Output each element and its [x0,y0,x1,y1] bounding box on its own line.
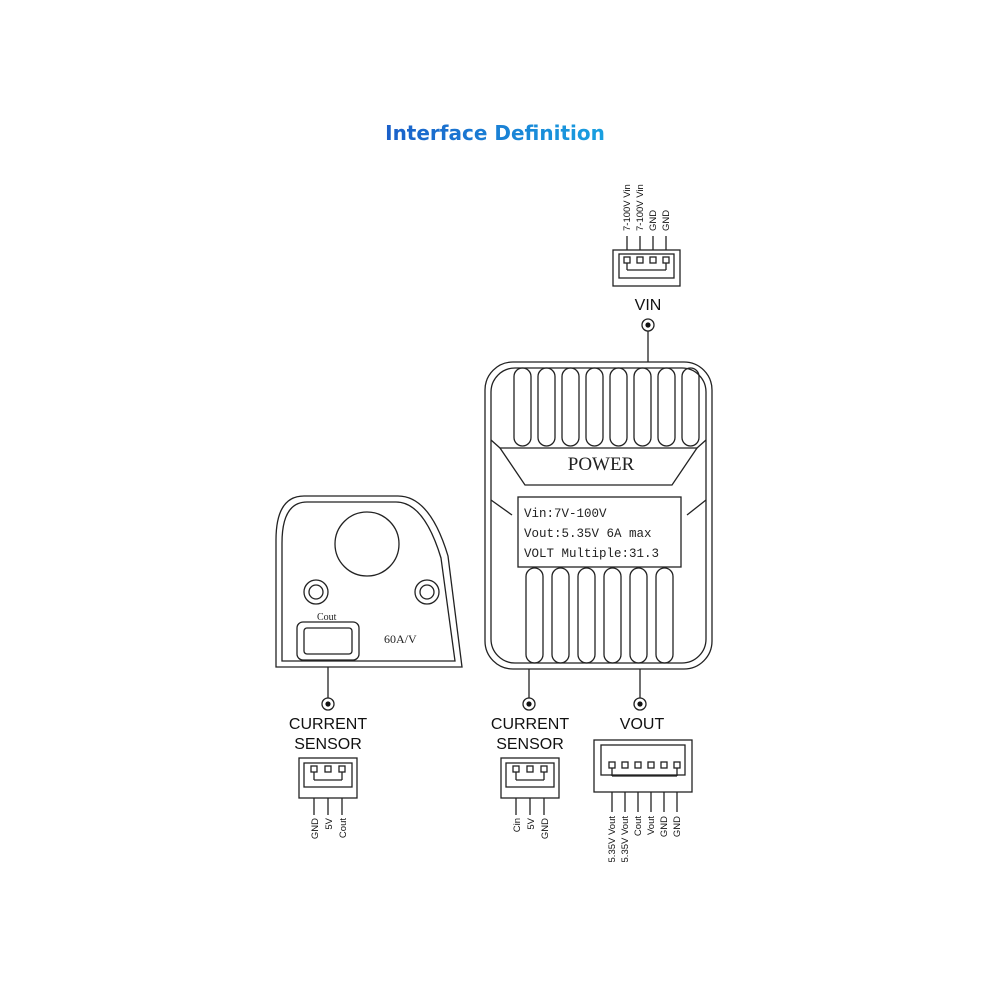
spec-line-multiple: VOLT Multiple:31.3 [524,547,659,561]
sensor-pin-3-label: Cout [338,818,349,838]
diagram-title: Interface Definition [385,121,605,145]
top-heatsink-fins [513,367,700,447]
vin-pin-4-label: GND [661,210,672,231]
vin-pin-1-label: 7-100V Vin [622,184,633,231]
vout-label: VOUT [620,716,665,733]
sensor-pin-2-label: 5V [324,817,335,829]
sensor-connector-label-line1: CURRENT [289,716,367,733]
current-sensor-device: Cout 60A/V [275,495,463,711]
power-label: POWER [568,454,635,475]
module-port-pin-2-label: 5V [526,817,537,829]
sensor-port-text: Cout [317,612,337,623]
current-sensor-connector: CURRENT SENSOR GND 5V Cout [289,716,367,839]
vin-label: VIN [635,297,662,314]
spec-line-vin: Vin:7V-100V [524,507,607,521]
spec-line-vout: Vout:5.35V 6A max [524,527,652,541]
module-port-pin-1-label: Cin [512,818,523,832]
power-module: POWER Vin:7V-100V Vout:5.35V 6A max VOLT… [484,361,713,670]
module-port-pin-3-label: GND [540,818,551,839]
vin-pin-3-label: GND [648,210,659,231]
bottom-heatsink-fins [525,567,674,664]
vout-pin-2-label: 5.35V Vout [620,816,631,863]
vout-pin-1-label: 5.35V Vout [607,816,618,863]
vin-pin-2-label: 7-100V Vin [635,184,646,231]
module-port-label-line2: SENSOR [496,736,564,753]
vout-pin-6-label: GND [672,816,683,837]
vout-connector: VOUT 5.35V Vout 5.35V Vout Cout Vout GND… [593,669,693,863]
vin-connector: 7-100V Vin 7-100V Vin GND GND VIN [612,184,681,362]
sensor-rating-marking: 60A/V [384,632,417,646]
vout-pin-3-label: Cout [633,816,644,836]
module-port-label-line1: CURRENT [491,716,569,733]
vout-pin-4-label: Vout [646,816,657,835]
module-current-sensor-port: CURRENT SENSOR Cin 5V GND [491,669,569,839]
vout-pin-5-label: GND [659,816,670,837]
sensor-pin-1-label: GND [310,818,321,839]
sensor-connector-label-line2: SENSOR [294,736,362,753]
